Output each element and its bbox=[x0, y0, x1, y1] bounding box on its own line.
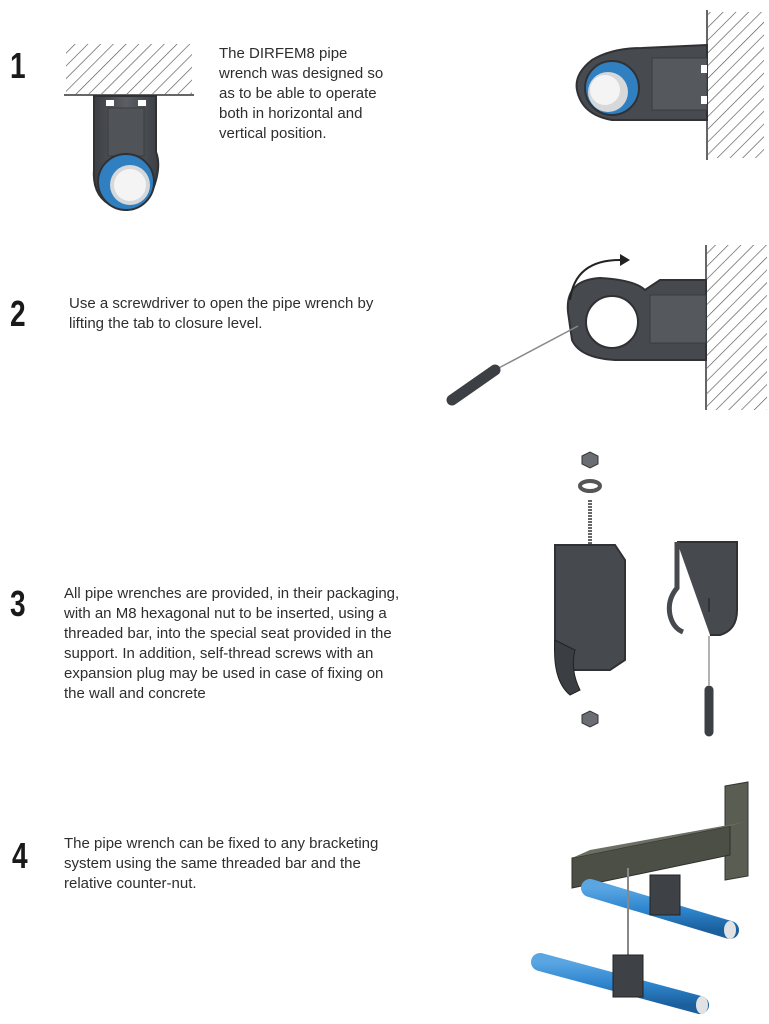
step-description: The DIRFEM8 pipe wrench was designed so … bbox=[219, 44, 439, 144]
step-description: The pipe wrench can be fixed to any brac… bbox=[64, 834, 444, 894]
clamp-screw-illustration bbox=[665, 540, 745, 740]
text-line: system using the same threaded bar and t… bbox=[64, 855, 361, 872]
screwdriver-illustration bbox=[440, 240, 769, 415]
text-line: Use a screwdriver to open the pipe wrenc… bbox=[69, 295, 374, 312]
step-number: 1 bbox=[10, 45, 26, 86]
text-line: All pipe wrenches are provided, in their… bbox=[64, 585, 400, 602]
text-line: wrench was designed so bbox=[219, 65, 384, 82]
text-line: the wall and concrete bbox=[64, 685, 206, 702]
clamp-horizontal-illustration bbox=[572, 10, 767, 160]
text-line: support. In addition, self-thread screws… bbox=[64, 645, 374, 662]
step-description: Use a screwdriver to open the pipe wrenc… bbox=[69, 294, 429, 334]
step-number: 2 bbox=[10, 293, 26, 334]
text-line: as to be able to operate bbox=[219, 85, 377, 102]
text-line: relative counter-nut. bbox=[64, 875, 197, 892]
text-line: with an M8 hexagonal nut to be inserted,… bbox=[64, 605, 387, 622]
text-line: lifting the tab to closure level. bbox=[69, 315, 263, 332]
exploded-clamp-illustration bbox=[540, 450, 640, 735]
text-line: The pipe wrench can be fixed to any brac… bbox=[64, 835, 379, 852]
text-line: threaded bar, into the special seat prov… bbox=[64, 625, 392, 642]
step-number: 4 bbox=[12, 835, 28, 876]
text-line: vertical position. bbox=[219, 125, 327, 142]
step-number: 3 bbox=[10, 583, 26, 624]
bracket-pipes-illustration bbox=[530, 780, 769, 1024]
text-line: expansion plug may be used in case of fi… bbox=[64, 665, 384, 682]
text-line: both in horizontal and bbox=[219, 105, 363, 122]
text-line: The DIRFEM8 pipe bbox=[219, 45, 348, 62]
step-description: All pipe wrenches are provided, in their… bbox=[64, 584, 484, 704]
clamp-vertical-illustration bbox=[64, 42, 204, 222]
